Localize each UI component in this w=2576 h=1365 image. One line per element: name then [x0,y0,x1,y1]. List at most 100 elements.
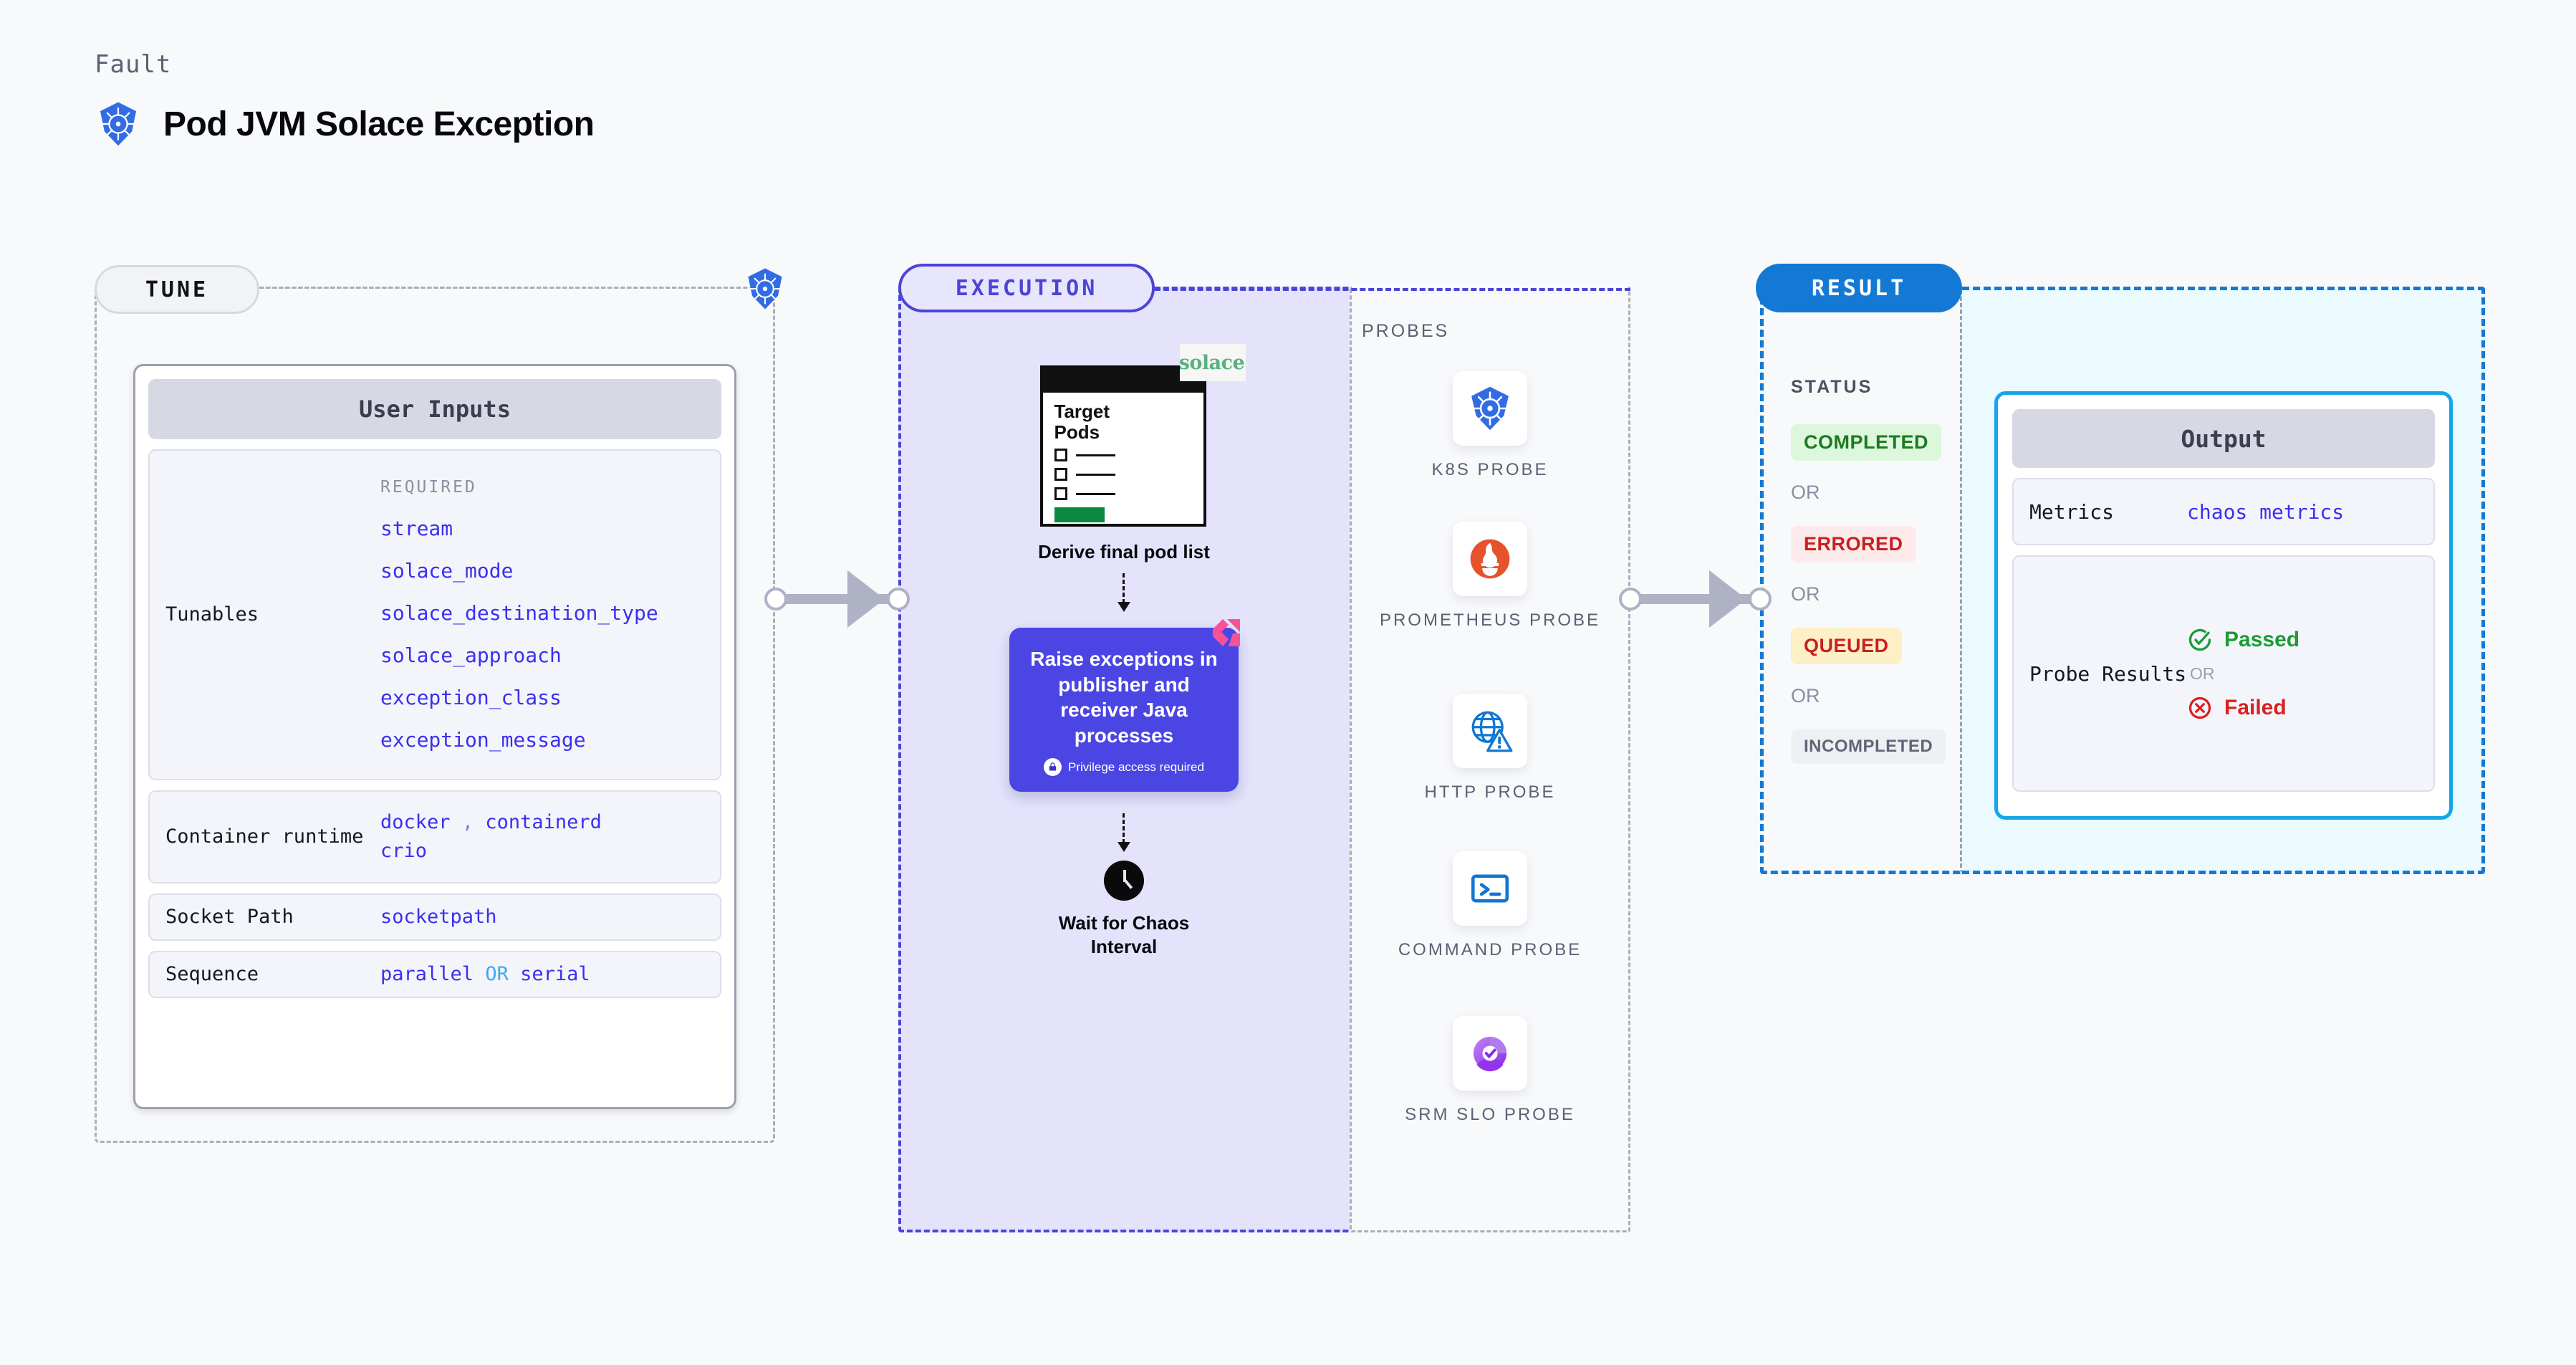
runtime-crio[interactable]: crio [380,840,428,862]
probe-prometheus[interactable]: PROMETHEUS PROBE [1350,522,1630,632]
execution-flow: Target Pods solace Derive final pod list… [898,287,1350,958]
probe-command[interactable]: COMMAND PROBE [1350,851,1630,962]
socket-path-value[interactable]: socketpath [380,906,497,929]
target-pods-illustration: Target Pods solace [1039,344,1246,527]
probe-results-values: Passed OR Failed [2187,627,2299,721]
terminal-icon [1453,851,1527,926]
derive-pod-list-caption: Derive final pod list [1038,541,1210,562]
sequence-parallel[interactable]: parallel [380,963,474,986]
x-circle-icon [2188,696,2211,719]
status-badge-errored: ERRORED [1791,526,1916,562]
raise-exceptions-text: Raise exceptions in publisher and receiv… [1030,648,1218,747]
title-row: Pod JVM Solace Exception [95,100,595,148]
flow-arrow-2 [1118,813,1130,853]
sequence-or: OR [485,963,509,986]
probe-label: K8S PROBE [1431,460,1549,479]
container-runtime-row: Container runtime docker , containerd cr… [148,790,721,883]
tunable-solace-approach[interactable]: solace_approach [380,643,562,667]
metrics-row: Metrics chaos metrics [2012,478,2435,545]
probe-results-row: Probe Results Passed OR Failed [2012,555,2435,792]
status-or-2: OR [1791,583,1820,605]
probe-http[interactable]: HTTP PROBE [1350,694,1630,804]
tunable-solace-mode[interactable]: solace_mode [380,559,514,583]
runtime-containerd[interactable]: containerd [485,810,602,833]
privilege-note-text: Privilege access required [1068,760,1204,774]
passed-label: Passed [2224,627,2300,651]
wait-caption-1: Wait for Chaos [1058,912,1190,934]
probe-results-label: Probe Results [2029,661,2187,686]
status-badge-incompleted: INCOMPLETED [1791,729,1946,764]
status-or-1: OR [1791,482,1820,503]
line-placeholder [1075,454,1115,456]
lock-icon [1044,758,1062,777]
kubernetes-icon [100,102,137,146]
checkbox-icon [1054,487,1067,501]
connector-dot-right [1749,588,1772,610]
tunable-exception-message[interactable]: exception_message [380,728,586,752]
execution-top-dashed-line [1155,288,1630,291]
fault-kicker: Fault [95,50,172,79]
pod-list-item [1054,468,1192,482]
page-header: Fault Pod JVM Solace Exception [95,50,595,148]
required-label: REQUIRED [380,478,477,497]
clock-icon [1104,861,1144,901]
tunable-exception-class[interactable]: exception_class [380,686,562,709]
check-circle-icon [2188,628,2211,651]
pod-list-title-1: Target [1054,401,1110,422]
kubernetes-icon [748,268,782,310]
tunables-label: Tunables [165,603,259,626]
probe-label: COMMAND PROBE [1398,940,1582,959]
tunable-stream[interactable]: stream [380,517,453,540]
pod-list-item [1054,487,1192,501]
probe-srm-slo[interactable]: SRM SLO PROBE [1350,1016,1630,1126]
checkbox-icon [1054,468,1067,482]
http-globe-warning-icon [1453,694,1527,768]
pod-list-card: Target Pods [1039,365,1206,527]
srm-slo-icon [1453,1016,1527,1091]
kubernetes-icon [1453,371,1527,446]
runtime-comma: , [461,810,474,833]
connector-dot-right [887,588,910,610]
result-section-pill[interactable]: RESULT [1756,264,1962,312]
tunables-list: REQUIRED stream solace_mode solace_desti… [380,478,658,752]
page-title: Pod JVM Solace Exception [163,105,595,143]
solace-logo: solace [1178,344,1246,381]
probe-result-or: OR [2190,664,2215,683]
sequence-values: parallel OR serial [380,963,590,985]
flow-arrow-1 [1118,573,1130,612]
sequence-serial[interactable]: serial [520,963,590,986]
execution-section-pill[interactable]: EXECUTION [898,264,1155,312]
status-badge-completed: COMPLETED [1791,424,1942,461]
user-inputs-title: User Inputs [148,379,721,439]
container-runtime-label: Container runtime [165,825,364,848]
wait-caption-2: Interval [1090,936,1158,958]
connector-dot-left [764,588,787,610]
runtime-docker[interactable]: docker [380,810,451,833]
probe-k8s[interactable]: K8S PROBE [1350,371,1630,482]
probe-result-failed: Failed [2187,695,2299,721]
checkbox-icon [1054,449,1067,462]
solace-logo-text: solace [1178,351,1245,374]
socket-path-row: Socket Path socketpath [148,894,721,941]
tunable-solace-destination-type[interactable]: solace_destination_type [380,601,658,625]
probe-label: PROMETHEUS PROBE [1379,610,1601,630]
metrics-value[interactable]: chaos metrics [2187,499,2345,524]
sequence-row: Sequence parallel OR serial [148,950,721,998]
status-badge-queued: QUEUED [1791,628,1902,664]
result-status-panel [1760,287,1962,874]
failed-label: Failed [2224,695,2287,719]
connector-dot-left [1619,588,1642,610]
socket-path-label: Socket Path [165,906,294,928]
pod-list-highlight-bar [1054,507,1105,523]
tune-section-pill[interactable]: TUNE [95,265,259,314]
output-card-title: Output [2012,409,2435,468]
prometheus-icon [1453,522,1527,596]
line-placeholder [1075,492,1115,495]
tunables-row: Tunables REQUIRED stream solace_mode sol… [148,449,721,780]
line-placeholder [1075,473,1115,476]
metrics-label: Metrics [2029,499,2115,524]
pod-list-item [1054,449,1192,462]
probe-label: HTTP PROBE [1424,782,1556,802]
pod-list-title-2: Pods [1054,421,1100,443]
user-inputs-card: User Inputs Tunables REQUIRED stream sol… [133,364,736,1109]
